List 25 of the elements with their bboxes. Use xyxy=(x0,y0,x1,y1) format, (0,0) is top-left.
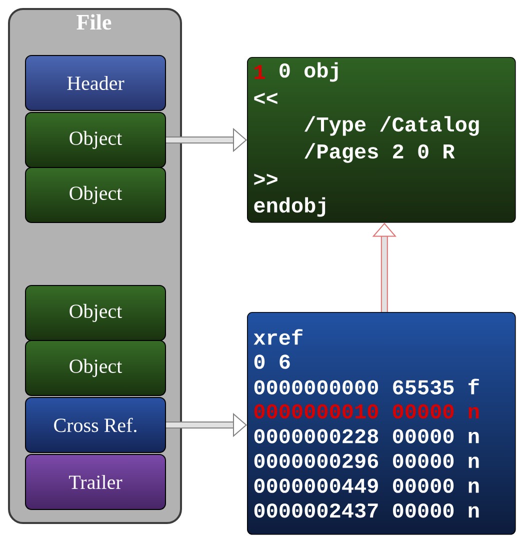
code-line: /Pages 2 0 R xyxy=(304,143,455,163)
code-line: 0000000228 00000 n xyxy=(254,429,479,444)
panel-heading: File xyxy=(76,14,112,30)
code-line: 0000000296 00000 n xyxy=(254,454,479,468)
section-box: Header xyxy=(25,55,166,111)
code-line: 0 obj xyxy=(280,62,338,82)
code-line: 0000000010 00000 n xyxy=(254,404,479,419)
code-line: << xyxy=(254,92,278,104)
code-line: 0000000000 65535 f xyxy=(254,378,479,394)
code-line: xref xyxy=(254,329,303,345)
code-line: 0 6 xyxy=(254,354,290,369)
section-box: Object xyxy=(25,167,166,223)
code-box xyxy=(247,57,516,223)
code-line: endobj xyxy=(254,197,326,217)
code-line: 1 xyxy=(254,65,265,79)
code-line: /Type /Catalog xyxy=(304,116,479,136)
section-box: Object xyxy=(25,340,166,396)
section-box: Trailer xyxy=(25,454,166,510)
code-line: 0000002437 00000 n xyxy=(254,503,479,518)
code-line: 0000000449 00000 n xyxy=(254,478,479,493)
section-box: Object xyxy=(25,285,166,341)
section-box: Object xyxy=(25,112,166,168)
section-box: Cross Ref. xyxy=(25,397,166,453)
code-box xyxy=(247,312,516,535)
code-line: >> xyxy=(254,174,278,186)
